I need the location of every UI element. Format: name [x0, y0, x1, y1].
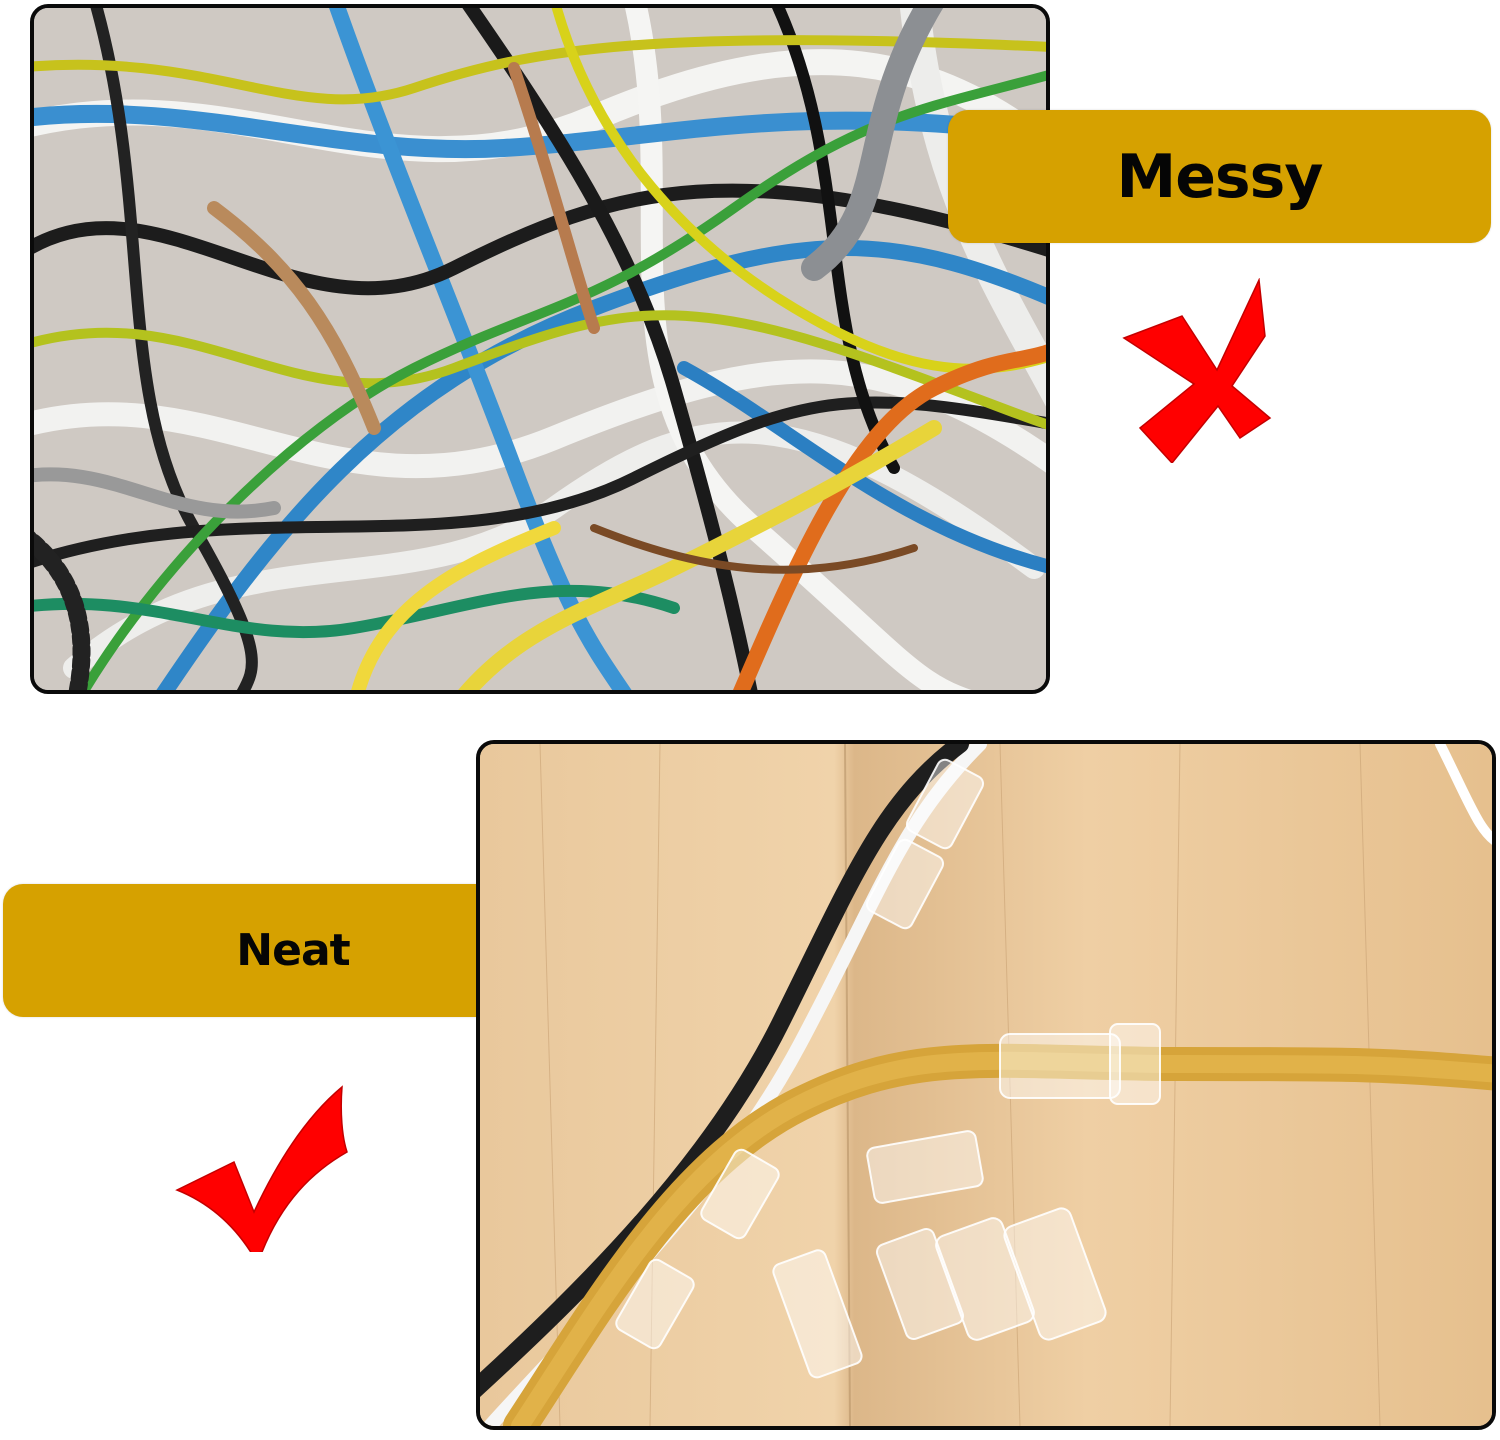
neat-cables-photo — [476, 740, 1496, 1430]
messy-label: Messy — [948, 110, 1491, 243]
messy-label-text: Messy — [1116, 141, 1324, 212]
neat-label-text: Neat — [236, 925, 350, 976]
organized-cables-illustration — [480, 744, 1492, 1426]
red-x-icon — [1122, 277, 1272, 465]
messy-cables-photo — [30, 4, 1050, 694]
red-checkmark-icon — [172, 1082, 352, 1255]
tangled-cables-illustration — [34, 8, 1046, 690]
